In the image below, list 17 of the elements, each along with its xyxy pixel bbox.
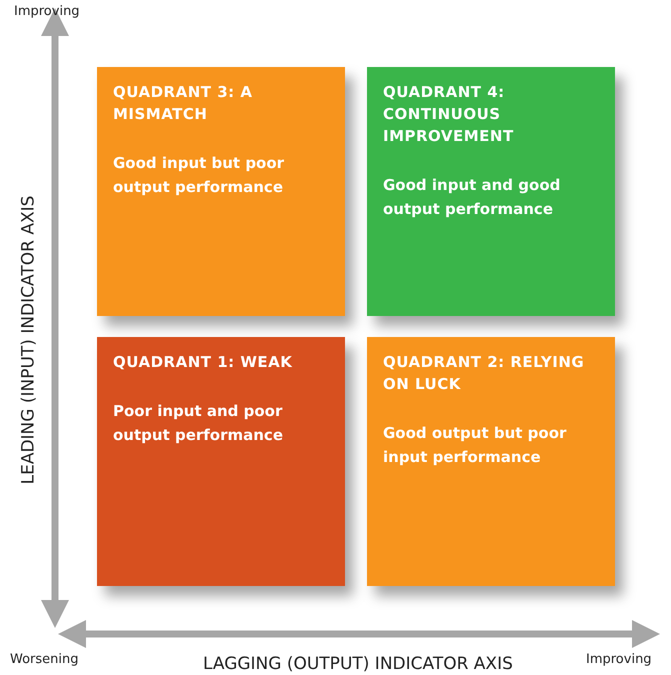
quadrant-box	[367, 337, 615, 586]
quadrant-description: Good input but poor output performance	[113, 153, 286, 198]
quadrant-box	[97, 337, 345, 586]
quadrant-heading: QUADRANT 4: CONTINUOUS IMPROVEMENT	[383, 82, 515, 147]
axis-end-label: Worsening	[10, 652, 79, 667]
quadrant-box	[367, 67, 615, 316]
quadrant-heading: QUADRANT 3: A MISMATCH	[113, 82, 254, 125]
axis-title: LEADING (INPUT) INDICATOR AXIS	[18, 196, 38, 484]
quadrant-heading: QUADRANT 1: WEAK	[113, 352, 294, 373]
quadrant-box	[97, 67, 345, 316]
axis-title: LAGGING (OUTPUT) INDICATOR AXIS	[203, 654, 513, 674]
axis-end-label: Improving	[586, 652, 652, 667]
axis-end-label: Improving	[14, 4, 80, 19]
quadrant-description: Good output but poor input performance	[383, 423, 568, 468]
quadrant-description: Poor input and poor output performance	[113, 401, 284, 446]
quadrant-description: Good input and good output performance	[383, 175, 562, 220]
quadrant-heading: QUADRANT 2: RELYING ON LUCK	[383, 352, 586, 395]
